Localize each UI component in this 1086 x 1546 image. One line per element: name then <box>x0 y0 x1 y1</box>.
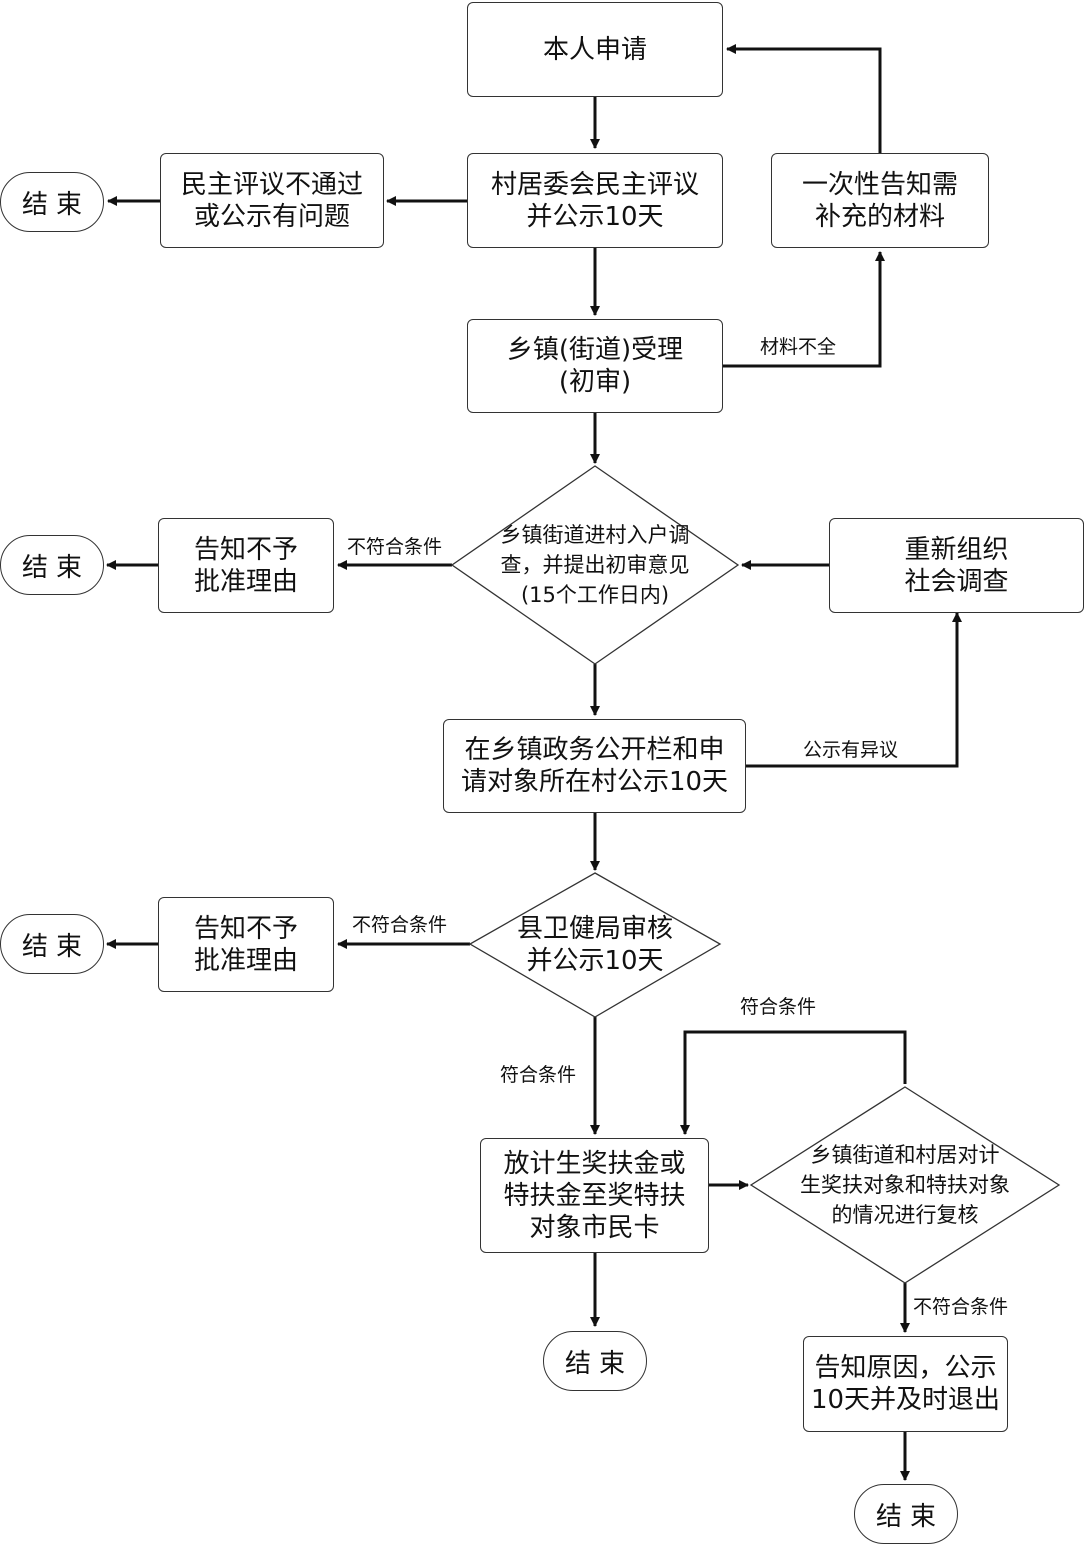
end-terminal-4: 结束 <box>543 1331 647 1391</box>
decision-county-shape <box>468 872 722 1018</box>
node-review-fail: 民主评议不通过 或公示有问题 <box>160 153 384 248</box>
node-review-fail-line-2: 或公示有问题 <box>193 201 350 232</box>
node-supplement-line-1: 一次性告知需 <box>801 169 958 200</box>
decision-survey-line-2: 查，并提出初审意见 <box>500 553 690 577</box>
node-reject-1-line-1: 告知不予 <box>193 534 298 565</box>
node-village-review: 村居委会民主评议 并公示10天 <box>467 153 723 248</box>
node-resurvey: 重新组织 社会调查 <box>829 518 1084 613</box>
decision-recheck-line-1: 乡镇街道和村居对计 <box>810 1143 1000 1167</box>
node-review-fail-line-1: 民主评议不通过 <box>180 169 363 200</box>
node-supplement-line-2: 补充的材料 <box>814 201 945 232</box>
end-terminal-2: 结束 <box>0 535 104 595</box>
node-township-publicity: 在乡镇政务公开栏和申 请对象所在村公示10天 <box>443 719 746 813</box>
node-payout-line-3: 对象市民卡 <box>529 1212 660 1243</box>
decision-county-line-1: 县卫健局审核 <box>516 914 673 944</box>
node-exit-notice-line-2: 10天并及时退出 <box>810 1385 1001 1415</box>
decision-county-line-2: 并公示10天 <box>526 946 664 976</box>
node-township-publicity-line-1: 在乡镇政务公开栏和申 <box>464 735 725 765</box>
decision-recheck-line-2: 生奖扶对象和特扶对象 <box>800 1173 1010 1197</box>
node-village-review-line-2: 并公示10天 <box>526 201 664 232</box>
edge-label-not-eligible-1: 不符合条件 <box>347 536 443 558</box>
decision-survey-shape <box>450 465 740 665</box>
arrow-recheck-loop-to-payout <box>680 1030 907 1135</box>
node-reject-1-line-2: 批准理由 <box>193 566 298 597</box>
node-exit-notice: 告知原因，公示 10天并及时退出 <box>803 1336 1008 1432</box>
node-village-review-line-1: 村居委会民主评议 <box>490 169 699 200</box>
node-reject-2-line-1: 告知不予 <box>193 913 298 944</box>
arrow-incomplete-to-supplement <box>722 251 885 368</box>
decision-survey-line-1: 乡镇街道进村入户调 <box>500 523 690 547</box>
edge-label-not-eligible-3: 不符合条件 <box>913 1296 1009 1318</box>
decision-county: 县卫健局审核 并公示10天 <box>495 912 695 978</box>
edge-label-not-eligible-2: 不符合条件 <box>352 914 448 936</box>
node-apply-line: 本人申请 <box>542 34 647 65</box>
node-resurvey-line-1: 重新组织 <box>904 534 1009 565</box>
end-terminal-5: 结束 <box>854 1484 958 1544</box>
decision-survey-line-3: (15个工作日内) <box>520 583 670 607</box>
node-reject-2: 告知不予 批准理由 <box>158 897 334 992</box>
decision-survey: 乡镇街道进村入户调 查，并提出初审意见 (15个工作日内) <box>482 520 708 610</box>
node-township-accept: 乡镇(街道)受理 (初审) <box>467 319 723 413</box>
end-terminal-1: 结束 <box>0 172 104 232</box>
node-reject-1: 告知不予 批准理由 <box>158 518 334 613</box>
node-apply: 本人申请 <box>467 2 723 97</box>
node-resurvey-line-2: 社会调查 <box>904 566 1009 597</box>
arrow-supplement-to-apply <box>726 44 882 153</box>
node-exit-notice-line-1: 告知原因，公示 <box>814 1353 997 1383</box>
decision-recheck: 乡镇街道和村居对计 生奖扶对象和特扶对象 的情况进行复核 <box>781 1140 1029 1230</box>
node-township-accept-line-2: (初审) <box>558 367 632 397</box>
edge-label-eligible-loop: 符合条件 <box>740 996 817 1018</box>
edge-label-eligible-1: 符合条件 <box>500 1064 577 1086</box>
decision-recheck-line-3: 的情况进行复核 <box>831 1203 979 1227</box>
edge-label-objection: 公示有异议 <box>803 739 899 761</box>
node-payout: 放计生奖扶金或 特扶金至奖特扶 对象市民卡 <box>480 1138 709 1253</box>
node-payout-line-1: 放计生奖扶金或 <box>503 1148 686 1179</box>
node-township-publicity-line-2: 请对象所在村公示10天 <box>460 767 729 797</box>
edge-label-incomplete: 材料不全 <box>760 336 837 358</box>
node-township-accept-line-1: 乡镇(街道)受理 <box>506 335 684 365</box>
decision-recheck-shape <box>749 1086 1061 1284</box>
node-supplement: 一次性告知需 补充的材料 <box>771 153 989 248</box>
node-payout-line-2: 特扶金至奖特扶 <box>503 1180 686 1211</box>
node-reject-2-line-2: 批准理由 <box>193 945 298 976</box>
end-terminal-3: 结束 <box>0 914 104 974</box>
arrow-objection-to-resurvey <box>746 612 962 768</box>
